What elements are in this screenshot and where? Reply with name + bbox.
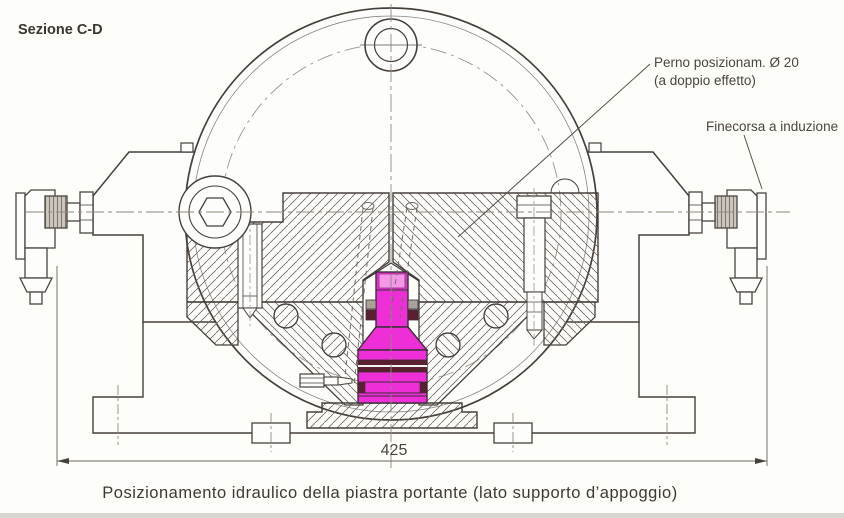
switch-taper <box>728 277 764 293</box>
plate-right-half <box>392 192 599 303</box>
pin-seal-left-a <box>365 299 377 310</box>
left-bolt-slot <box>237 216 263 326</box>
pin-label-line2: (a doppio effetto) <box>654 73 756 88</box>
centerlines <box>26 4 790 468</box>
overall-dimension <box>56 266 768 466</box>
hydraulic-channels <box>343 202 419 387</box>
bottom-support-plate <box>306 402 478 429</box>
section-title: Sezione C-D <box>18 22 103 38</box>
switch-hex-nut <box>79 191 94 234</box>
pin-seat-chamfer <box>362 262 420 282</box>
limit-switch-left <box>15 189 94 305</box>
plate-right-chamfer-block <box>543 301 596 346</box>
pin-seal-right-b <box>407 309 419 321</box>
switch-hex-nut <box>688 191 703 234</box>
hydraulic-fitting <box>299 373 353 388</box>
pin-seal-right-a <box>407 299 419 310</box>
switch-stem <box>29 291 43 305</box>
right-bracket-tab <box>588 142 602 153</box>
switch-plate <box>15 192 26 260</box>
switch-lower-body <box>24 247 48 279</box>
dimension-arrow-left <box>57 458 69 464</box>
plate-left-chamfer-block <box>186 301 239 346</box>
positioning-pin <box>356 262 429 404</box>
pin-seal-left-b <box>365 309 377 321</box>
pin-top-face <box>378 273 406 289</box>
figure-caption: Posizionamento idraulico della piastra p… <box>102 484 677 502</box>
screw-thread <box>526 291 543 331</box>
annotation-leaders <box>457 63 763 238</box>
scan-edge <box>0 513 844 518</box>
pin-leader-line <box>457 63 651 238</box>
screw-tip <box>525 329 544 340</box>
dimension-arrow-right <box>755 458 767 464</box>
spotface-arc <box>550 178 580 194</box>
switch-leader-line <box>743 134 763 190</box>
pin-label-line1: Perno posizionam. Ø 20 <box>654 55 799 70</box>
switch-lower-body <box>734 247 758 279</box>
screw-shaft <box>523 217 546 293</box>
limit-switch-label: Finecorsa a induzione <box>706 119 838 134</box>
right-cap-screw <box>516 178 580 346</box>
switch-taper <box>18 277 54 293</box>
drilled-holes <box>273 303 509 358</box>
switch-plate <box>756 192 767 260</box>
dimension-value: 425 <box>381 442 408 459</box>
limit-switch-right <box>688 189 767 305</box>
pin-body <box>357 349 428 404</box>
left-bracket-tab <box>180 142 194 153</box>
base-frame-outline <box>92 322 696 434</box>
switch-stem <box>739 291 753 305</box>
